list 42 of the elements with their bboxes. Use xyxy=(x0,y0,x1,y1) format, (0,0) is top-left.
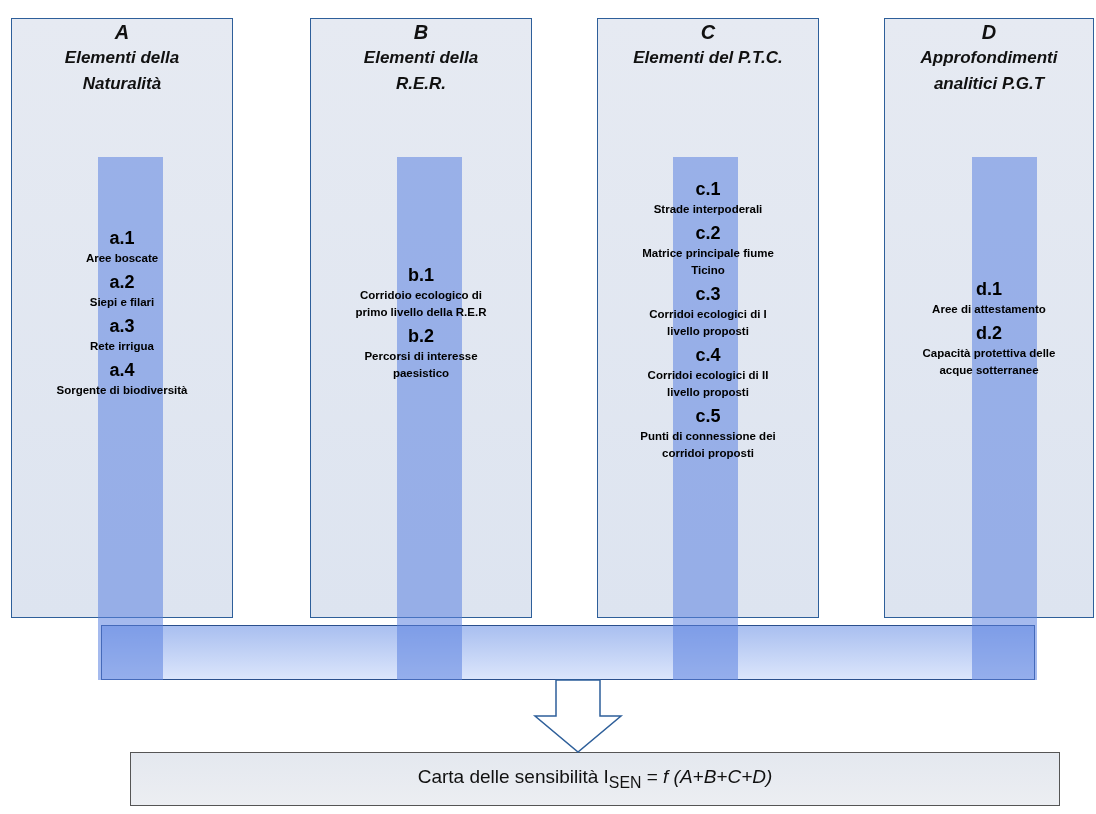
item-code: a.2 xyxy=(109,271,135,294)
item-code: b.1 xyxy=(408,264,434,287)
column-heading: Approfondimenti analitici P.G.T xyxy=(919,47,1059,95)
column-heading: Elementi della Naturalità xyxy=(63,47,181,95)
item-description: Aree boscate xyxy=(85,251,159,266)
item-code: c.3 xyxy=(695,283,721,306)
category-column xyxy=(597,18,819,618)
category-column xyxy=(11,18,233,618)
item-description: Percorsi di interesse paesistico xyxy=(363,349,479,381)
item-description: Capacità protettiva delle acque sotterranee xyxy=(921,346,1057,378)
item-code: b.2 xyxy=(408,325,434,348)
item-description: Rete irrigua xyxy=(90,339,154,354)
column-letter: D xyxy=(980,21,998,43)
block-arrow xyxy=(532,679,624,753)
collector-bar xyxy=(101,625,1035,680)
category-column xyxy=(884,18,1094,618)
item-code: a.1 xyxy=(109,227,135,250)
item-code: d.2 xyxy=(976,322,1002,345)
item-code: c.1 xyxy=(695,178,721,201)
item-description: Strade interpoderali xyxy=(653,202,763,217)
category-column xyxy=(310,18,532,618)
result-formula: Carta delle sensibilità I$_{SEN}$ = f (A+B+C+D) xyxy=(417,766,773,792)
item-description: Corridoio ecologico di primo livello della R.E.R xyxy=(354,288,488,320)
column-letter: A xyxy=(113,21,131,43)
item-description: Sorgente di biodiversità xyxy=(56,383,188,398)
item-description: Corridoi ecologici di II livello proposti xyxy=(646,368,770,400)
item-description: Aree di attestamento xyxy=(932,302,1046,317)
column-letter: B xyxy=(412,21,430,43)
result-box xyxy=(130,752,1060,806)
column-letter: C xyxy=(699,21,717,43)
item-description: Matrice principale fiume Ticino xyxy=(641,246,775,278)
item-description: Punti di connessione dei corridoi proposti xyxy=(639,429,777,461)
item-code: c.4 xyxy=(695,344,721,367)
item-code: c.5 xyxy=(695,405,721,428)
item-description: Corridoi ecologici di I livello proposti xyxy=(648,307,768,339)
item-code: c.2 xyxy=(695,222,721,245)
item-code: a.3 xyxy=(109,315,135,338)
item-code: d.1 xyxy=(976,278,1002,301)
item-description: Siepi e filari xyxy=(89,295,155,310)
column-heading: Elementi della R.E.R. xyxy=(362,47,480,95)
column-heading: Elementi del P.T.C. xyxy=(632,47,784,69)
item-code: a.4 xyxy=(109,359,135,382)
